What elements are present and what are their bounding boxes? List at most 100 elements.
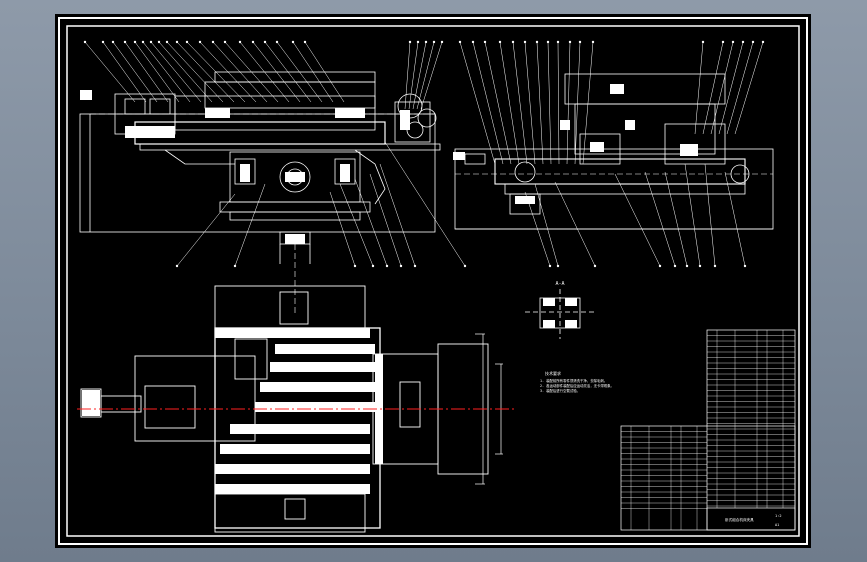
leader-dot — [761, 40, 765, 44]
leader-line — [142, 41, 191, 103]
front-section-hatching — [80, 90, 410, 182]
leader-dot — [685, 264, 689, 268]
leader-dot — [658, 264, 662, 268]
leader-dot — [211, 40, 215, 44]
leader-dot — [413, 264, 417, 268]
technical-notes: 技术要求 1. 装配前所有零件须清洗干净，去除毛刺。 2. 各运动部件装配后应运… — [540, 370, 614, 393]
leader-dot — [416, 40, 420, 44]
leader-dot — [751, 40, 755, 44]
front-section-view — [79, 71, 441, 264]
leader-dot — [371, 264, 375, 268]
leader-line — [536, 41, 544, 165]
leader-line — [734, 41, 764, 135]
leader-line — [534, 183, 559, 267]
leader-line — [379, 163, 416, 267]
leader-line — [354, 178, 388, 267]
inner-border — [66, 25, 800, 537]
leader-dot — [165, 40, 169, 44]
detail-a-a-view — [525, 289, 595, 339]
leader-dot — [523, 40, 527, 44]
leader-line — [420, 41, 443, 110]
front-leader-lines — [83, 40, 467, 268]
leader-line — [224, 41, 279, 103]
leader-dot — [673, 264, 677, 268]
leader-line — [524, 41, 536, 165]
notes-line-1: 1. 装配前所有零件须清洗干净，去除毛刺。 — [540, 378, 607, 383]
leader-line — [694, 41, 704, 135]
leader-line — [212, 41, 268, 103]
leader-dot — [432, 40, 436, 44]
leader-line — [484, 41, 512, 165]
leader-dot — [83, 40, 87, 44]
leader-dot — [535, 40, 539, 44]
notes-line-3: 3. 装配后进行空载试验。 — [540, 388, 580, 393]
leader-line — [369, 173, 402, 267]
bom-rows — [621, 330, 795, 530]
leader-dot — [698, 264, 702, 268]
bom-upper-table — [706, 329, 796, 531]
notes-heading: 技术要求 — [545, 370, 561, 376]
leader-dot — [291, 40, 295, 44]
leader-dot — [591, 40, 595, 44]
leader-line — [710, 41, 734, 135]
leader-line — [718, 41, 744, 135]
leader-line — [239, 41, 290, 103]
leader-line — [574, 41, 581, 165]
leader-dot — [731, 40, 735, 44]
bom-lower-table — [620, 425, 796, 531]
leader-line — [150, 41, 202, 103]
leader-dot — [263, 40, 267, 44]
leader-dot — [498, 40, 502, 44]
leader-line — [252, 41, 301, 103]
leader-line — [176, 41, 235, 103]
plan-fixture-blocks — [82, 234, 383, 494]
leader-dot — [578, 40, 582, 44]
side-section-hatching — [453, 84, 698, 204]
leader-line — [339, 183, 374, 267]
leader-dot — [701, 40, 705, 44]
outer-border — [58, 17, 808, 545]
leader-dot — [133, 40, 137, 44]
title-block-scale: 1:2 — [775, 514, 782, 518]
leader-dot — [463, 264, 467, 268]
leader-dot — [483, 40, 487, 44]
leader-line — [554, 181, 596, 267]
plan-left-housing — [134, 355, 256, 442]
leader-dot — [303, 40, 307, 44]
leader-line — [644, 171, 676, 267]
leader-dot — [593, 264, 597, 268]
title-block-sheet: A1 — [775, 523, 779, 527]
leader-dot — [353, 264, 357, 268]
front-worm-gear — [279, 161, 311, 193]
leader-line — [276, 41, 323, 103]
leader-dot — [471, 40, 475, 44]
leader-dot — [175, 40, 179, 44]
leader-line — [134, 41, 180, 103]
side-section-view — [454, 73, 774, 230]
leader-line — [704, 163, 716, 267]
leader-dot — [223, 40, 227, 44]
leader-dot — [111, 40, 115, 44]
leader-line — [124, 41, 169, 103]
side-leader-lines — [458, 40, 765, 268]
leader-dot — [424, 40, 428, 44]
leader-line — [726, 41, 754, 135]
assembly-drawing: A-A 技术要求 1. 装配前所有零件须清洗干净，去除毛刺。 2. 各运动部件装… — [58, 17, 808, 545]
leader-dot — [123, 40, 127, 44]
leader-dot — [175, 264, 179, 268]
leader-line — [724, 171, 746, 267]
front-top-plate — [214, 71, 376, 83]
leader-dot — [251, 40, 255, 44]
leader-dot — [743, 264, 747, 268]
leader-dot — [149, 40, 153, 44]
leader-line — [404, 41, 411, 110]
leader-line — [199, 41, 257, 103]
leader-dot — [440, 40, 444, 44]
leader-dot — [385, 264, 389, 268]
leader-line — [614, 173, 661, 267]
leader-dot — [458, 40, 462, 44]
notes-line-2: 2. 各运动部件装配后应运动灵活，无卡滞现象。 — [540, 383, 614, 388]
leader-line — [112, 41, 158, 103]
leader-line — [186, 41, 246, 103]
